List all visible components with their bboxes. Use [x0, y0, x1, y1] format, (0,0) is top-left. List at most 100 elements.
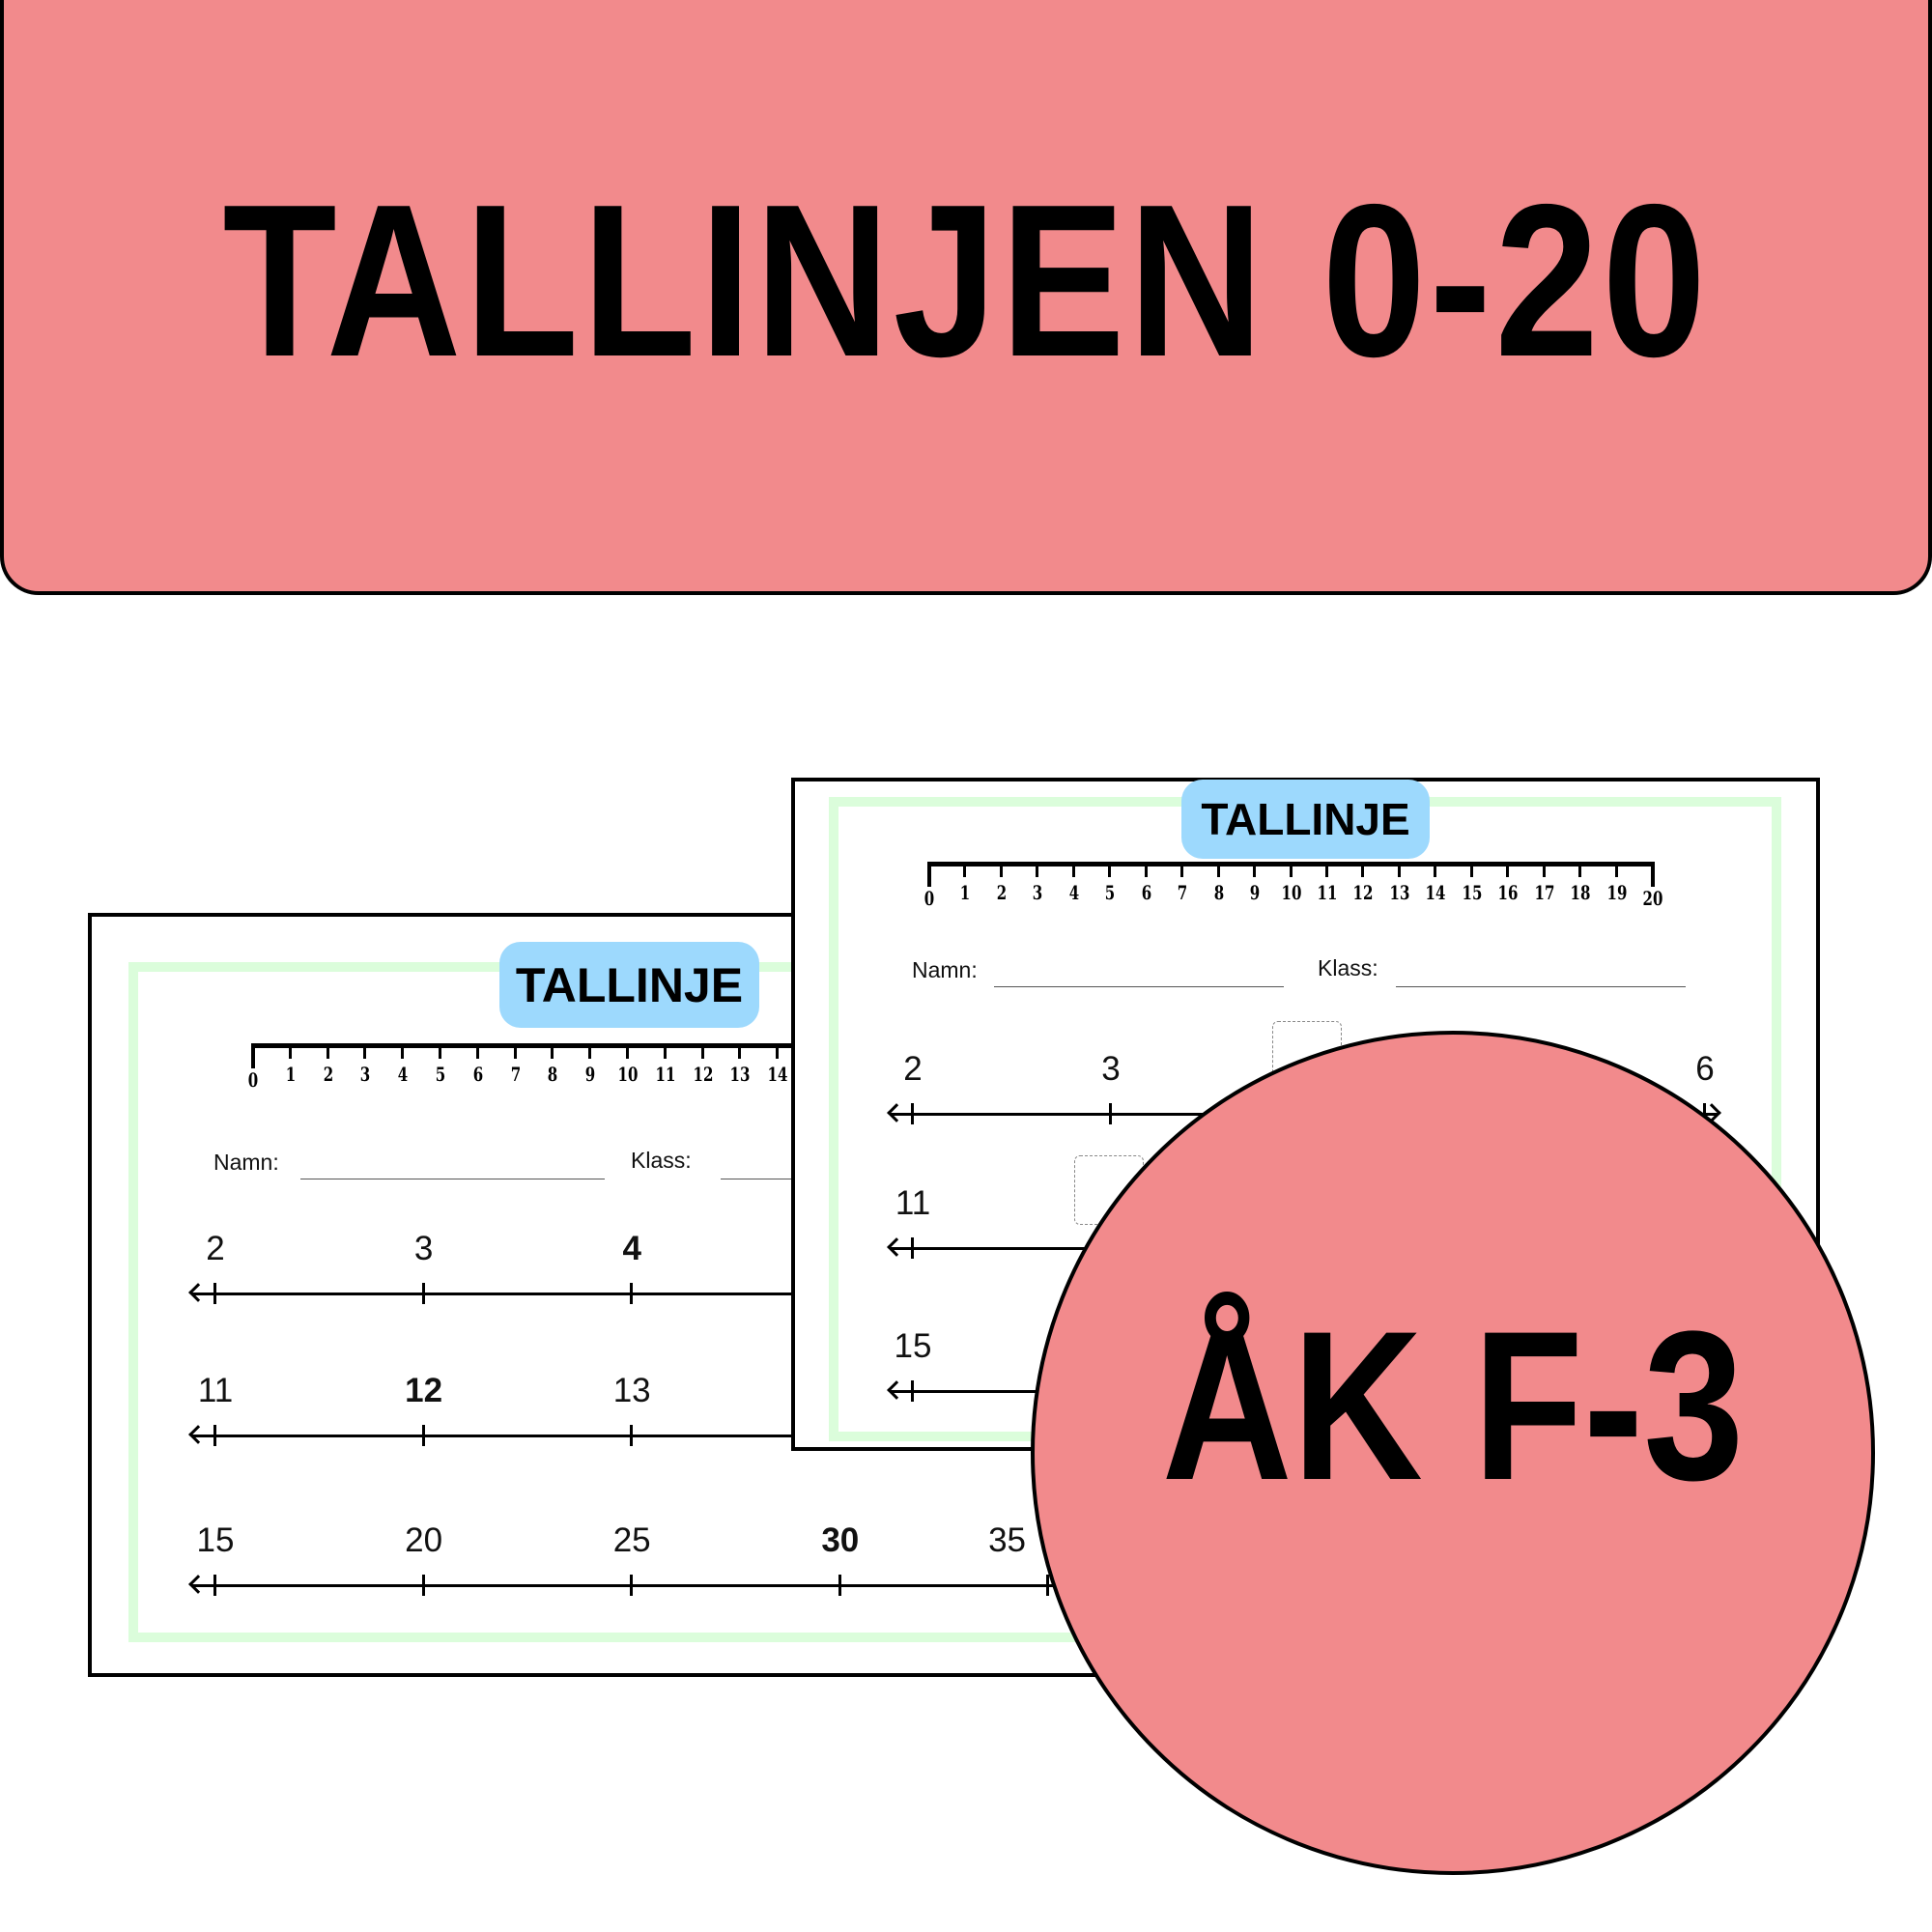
- number-line-tick: [911, 1103, 914, 1124]
- number-label: 25: [612, 1521, 651, 1559]
- sheet-title-badge: TALLINJE: [1181, 780, 1430, 859]
- ruler-tick: [1144, 862, 1148, 877]
- number-line-tick: [421, 1425, 425, 1446]
- grade-circle: [1031, 1031, 1875, 1875]
- number-line-tick: [421, 1283, 425, 1304]
- ruler-label: 8: [548, 1063, 558, 1086]
- ruler-tick: [1071, 862, 1075, 877]
- ruler-tick: [1324, 862, 1328, 877]
- ruler-tick: [588, 1043, 592, 1059]
- ruler-tick: [551, 1043, 554, 1059]
- number-line-tick: [630, 1575, 634, 1596]
- number-line: [191, 1293, 1104, 1295]
- ruler-label: 3: [360, 1063, 371, 1086]
- ruler-tick: [1180, 862, 1184, 877]
- number-label: 13: [612, 1372, 651, 1409]
- ruler-label: 0: [247, 1068, 259, 1092]
- ruler-tick: [401, 1043, 405, 1059]
- banner-title: TALLINJEN 0-20: [222, 158, 1710, 402]
- ruler-label: 6: [1141, 881, 1151, 904]
- ruler-tick: [1578, 862, 1582, 877]
- ruler-label: 14: [1425, 881, 1446, 904]
- ruler-tick: [1253, 862, 1257, 877]
- number-label: 30: [821, 1521, 860, 1559]
- ruler-label: 2: [996, 881, 1008, 904]
- ruler-tick: [1108, 862, 1112, 877]
- ruler-tick: [513, 1043, 517, 1059]
- ruler-tick: [776, 1043, 780, 1059]
- ruler-label: 7: [510, 1063, 521, 1086]
- ruler-tick: [475, 1043, 479, 1059]
- ruler-label: 9: [1249, 881, 1261, 904]
- ruler-label: 11: [1317, 881, 1338, 904]
- ruler-label: 11: [655, 1063, 676, 1086]
- number-line-tick: [213, 1425, 216, 1446]
- ruler-tick: [251, 1043, 255, 1068]
- title-banner: [0, 0, 1932, 595]
- ruler-label: 16: [1497, 881, 1519, 904]
- ruler-label: 19: [1606, 881, 1627, 904]
- ruler-tick: [288, 1043, 292, 1059]
- number-line-tick: [630, 1425, 634, 1446]
- name-field: [994, 986, 1284, 987]
- ruler-tick: [326, 1043, 329, 1059]
- ruler-tick: [1289, 862, 1293, 877]
- number-line-tick: [911, 1380, 914, 1402]
- ruler-label: 15: [1462, 881, 1483, 904]
- ruler-tick: [1614, 862, 1618, 877]
- number-line-tick: [213, 1575, 216, 1596]
- number-line: [191, 1435, 1104, 1437]
- ruler-label: 17: [1534, 881, 1555, 904]
- ruler-tick: [1469, 862, 1473, 877]
- number-label: 4: [622, 1230, 641, 1267]
- ruler-tick: [1434, 862, 1437, 877]
- ruler-tick: [999, 862, 1003, 877]
- name-label: Namn:: [213, 1150, 279, 1175]
- ruler-label: 13: [729, 1063, 751, 1086]
- ruler-label: 12: [693, 1063, 714, 1086]
- number-line: [191, 1584, 1104, 1587]
- ruler-label: 18: [1570, 881, 1591, 904]
- number-line-tick: [213, 1283, 216, 1304]
- sheet-title-badge: TALLINJE: [499, 942, 759, 1028]
- number-line-tick: [911, 1237, 914, 1259]
- ruler-tick: [963, 862, 967, 877]
- number-label: 35: [988, 1521, 1026, 1559]
- ruler-label: 10: [617, 1063, 639, 1086]
- number-label: 2: [903, 1050, 923, 1088]
- ruler-tick: [1506, 862, 1510, 877]
- number-line-tick: [421, 1575, 425, 1596]
- number-line-tick: [838, 1575, 841, 1596]
- ruler-label: 14: [767, 1063, 788, 1086]
- ruler-label: 3: [1033, 881, 1043, 904]
- ruler-tick: [738, 1043, 742, 1059]
- ruler-tick: [439, 1043, 441, 1059]
- number-label: 11: [895, 1184, 931, 1222]
- number-label: 12: [405, 1372, 443, 1409]
- ruler-label: 6: [472, 1063, 484, 1086]
- ruler-label: 5: [1105, 881, 1116, 904]
- number-line-tick: [1109, 1103, 1112, 1124]
- number-label: 3: [1101, 1050, 1121, 1088]
- ruler-tick: [700, 1043, 704, 1059]
- class-field: [1396, 986, 1686, 987]
- ruler-tick: [363, 1043, 367, 1059]
- ruler-label: 2: [323, 1063, 333, 1086]
- ruler-label: 10: [1281, 881, 1301, 904]
- ruler-label: 4: [397, 1063, 409, 1086]
- ruler-label: 7: [1177, 881, 1188, 904]
- ruler-tick: [1651, 862, 1655, 887]
- ruler-label: 12: [1352, 881, 1374, 904]
- grade-label: ÅK F-3: [1161, 1287, 1745, 1524]
- ruler-tick: [663, 1043, 667, 1059]
- ruler-tick: [1397, 862, 1401, 877]
- ruler-label: 9: [584, 1063, 596, 1086]
- ruler-tick: [1216, 862, 1220, 877]
- ruler-tick: [927, 862, 931, 887]
- ruler-tick: [626, 1043, 629, 1059]
- ruler-label: 4: [1068, 881, 1080, 904]
- ruler-tick: [1036, 862, 1039, 877]
- number-line-tick: [630, 1283, 634, 1304]
- number-label: 20: [405, 1521, 443, 1559]
- ruler-label: 1: [285, 1063, 297, 1086]
